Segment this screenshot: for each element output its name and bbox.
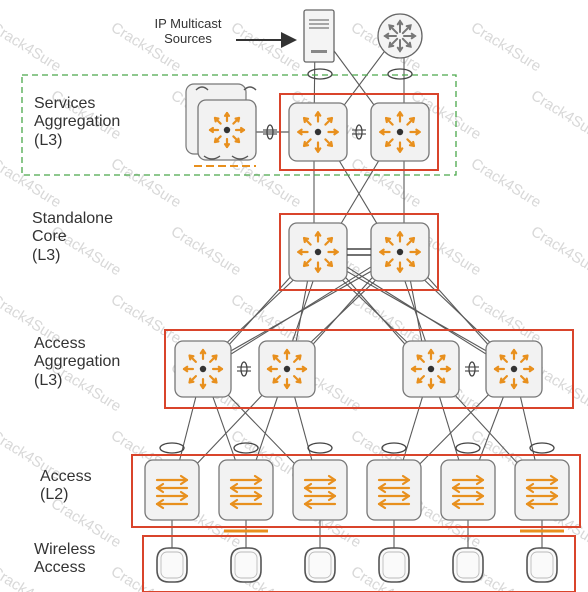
link-bundle-marker xyxy=(381,442,407,454)
watermark-text: Crack4Sure xyxy=(228,291,304,347)
l2-switch-icon xyxy=(440,459,496,521)
router-icon xyxy=(377,13,423,59)
access-point-icon xyxy=(304,547,336,583)
watermark-text: Crack4Sure xyxy=(228,155,304,211)
link-bundle-marker xyxy=(468,361,476,377)
access-point-icon xyxy=(452,547,484,583)
link-bundle-marker xyxy=(233,442,259,454)
wireless-access-label: Wireless Access xyxy=(34,541,96,577)
access-point-icon xyxy=(156,547,188,583)
access-aggregation-label: Access Aggregation (L3) xyxy=(34,335,121,389)
standalone-core-label: Standalone Core (L3) xyxy=(32,210,113,264)
link-bundle-marker xyxy=(307,68,333,80)
l3-switch-icon xyxy=(258,340,316,398)
l3-switch-icon xyxy=(288,102,348,162)
services-aggregation-zone xyxy=(21,74,457,176)
watermark-text: Crack4Sure xyxy=(468,19,544,75)
link-bundle-marker xyxy=(455,442,481,454)
link-bundle-marker xyxy=(529,442,555,454)
l3-switch-icon xyxy=(402,340,460,398)
link-bundle-marker xyxy=(159,442,185,454)
watermark-text: Crack4Sure xyxy=(348,291,424,347)
watermark-text: Crack4Sure xyxy=(228,19,304,75)
l3-switch-icon xyxy=(288,222,348,282)
watermark-text: Crack4Sure xyxy=(168,223,244,279)
watermark-text: Crack4Sure xyxy=(528,223,588,279)
access-aggregation-tier xyxy=(164,329,574,409)
l2-switch-icon xyxy=(292,459,348,521)
services-aggregation-tier xyxy=(279,93,439,171)
access-tier xyxy=(131,454,581,528)
watermark-text: Crack4Sure xyxy=(0,155,64,211)
devices-layer xyxy=(144,9,570,583)
link-bundle-marker xyxy=(266,124,274,140)
link-bundle-marker xyxy=(387,68,413,80)
ip-multicast-sources-label: IP Multicast Sources xyxy=(154,16,222,46)
watermark-text: Crack4Sure xyxy=(348,155,424,211)
link-bundle-marker xyxy=(240,361,248,377)
access-label: Access (L2) xyxy=(40,468,92,504)
bonds-layer xyxy=(159,68,564,533)
server-icon xyxy=(303,9,335,63)
link-bundle-marker xyxy=(355,124,363,140)
watermark-text: Crack4Sure xyxy=(528,87,588,143)
l3-switch-icon xyxy=(370,102,430,162)
l2-switch-icon xyxy=(144,459,200,521)
wireless-gateway-icon xyxy=(185,83,257,167)
zones-layer xyxy=(21,74,581,592)
l3-switch-icon xyxy=(370,222,430,282)
watermark-text: Crack4Sure xyxy=(468,155,544,211)
l3-switch-icon xyxy=(485,340,543,398)
access-point-icon xyxy=(230,547,262,583)
wireless-access-tier xyxy=(142,535,576,592)
watermark-text: Crack4Sure xyxy=(468,291,544,347)
l2-switch-icon xyxy=(366,459,422,521)
access-point-icon xyxy=(378,547,410,583)
watermark-text: Crack4Sure xyxy=(0,19,64,75)
standalone-core-tier xyxy=(279,213,439,291)
l2-switch-icon xyxy=(218,459,274,521)
l3-switch-icon xyxy=(174,340,232,398)
l2-switch-icon xyxy=(514,459,570,521)
link-bundle-marker xyxy=(307,442,333,454)
watermark-text: Crack4Sure xyxy=(108,155,184,211)
services-aggregation-label: Services Aggregation (L3) xyxy=(34,95,121,149)
access-point-icon xyxy=(526,547,558,583)
